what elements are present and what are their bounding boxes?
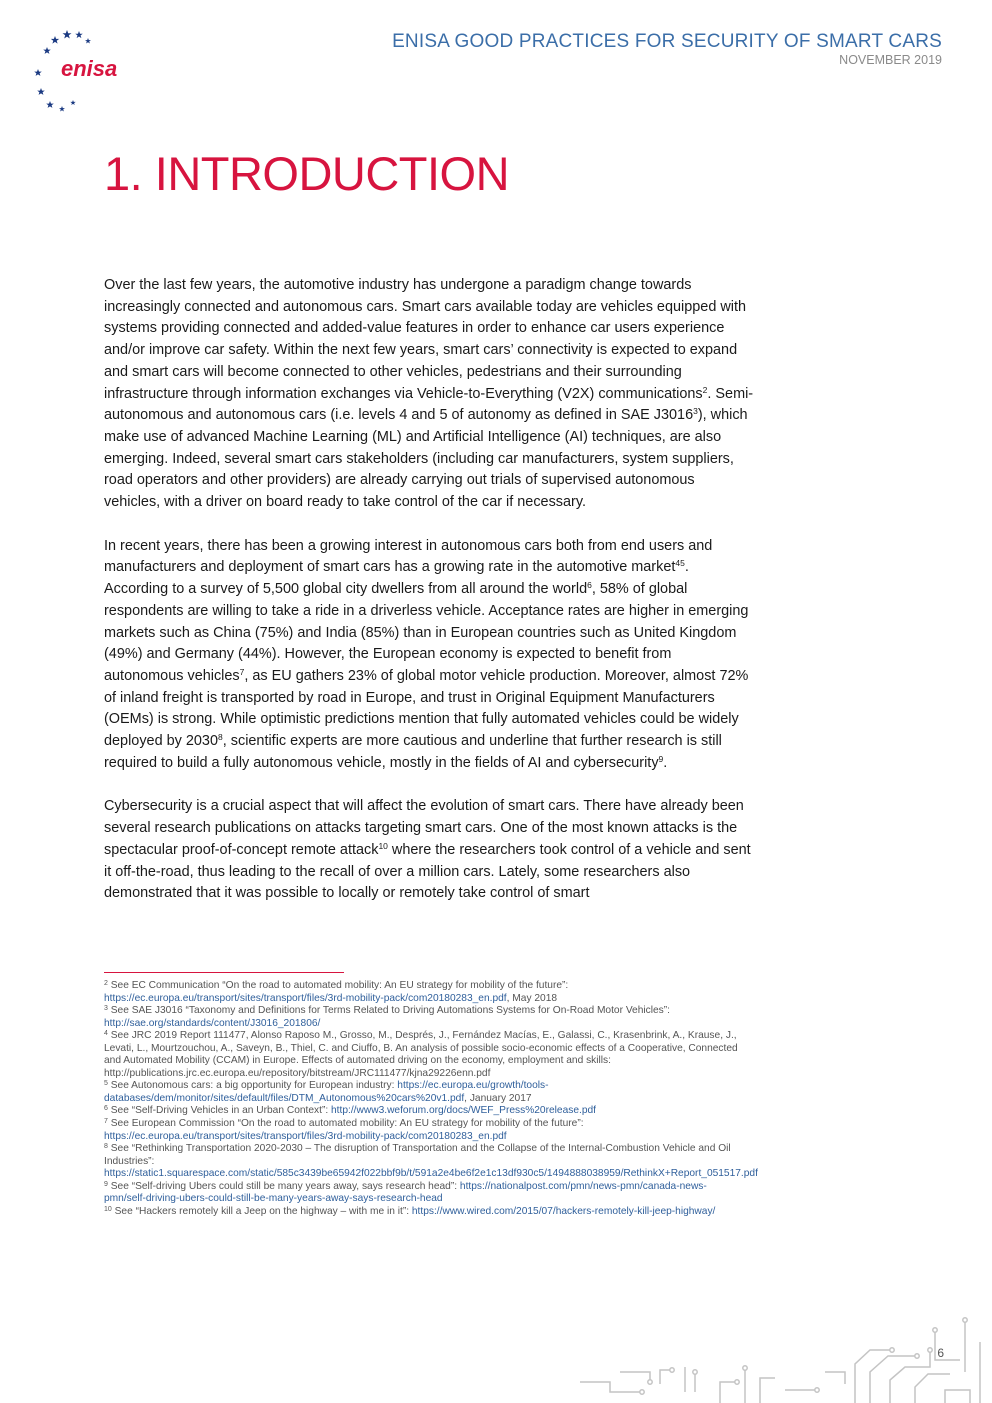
footnote-link[interactable]: https://nationalpost.com/pmn/news-pmn/ca…: [104, 1180, 707, 1205]
footnote: 4 See JRC 2019 Report 111477, Alonso Rap…: [104, 1030, 744, 1080]
footnote-reference: 5: [104, 1080, 108, 1088]
footnote-reference: 9: [658, 753, 664, 764]
enisa-logo: enisa: [34, 30, 117, 112]
footnote-reference: 45: [675, 558, 685, 569]
section-heading: 1. INTRODUCTION: [104, 147, 510, 200]
footnote: 7 See European Commission “On the road t…: [104, 1118, 744, 1143]
star-ring-icon: [34, 30, 91, 112]
footnote: 10 See “Hackers remotely kill a Jeep on …: [104, 1206, 744, 1219]
text-run: See “Rethinking Transportation 2020-2030…: [104, 1143, 731, 1167]
footnote-reference: 7: [104, 1118, 108, 1126]
body-paragraph: Over the last few years, the automotive …: [104, 275, 754, 514]
footnote-divider: [104, 972, 344, 973]
footnote: 6 See “Self-Driving Vehicles in an Urban…: [104, 1105, 744, 1118]
text-run: See “Self-driving Ubers could still be m…: [107, 1180, 460, 1192]
footnote-reference: 6: [587, 580, 592, 591]
footnote: 5 See Autonomous cars: a big opportunity…: [104, 1080, 744, 1105]
footnote-link[interactable]: https://ec.europa.eu/growth/tools-databa…: [104, 1080, 549, 1104]
text-run: . Semi-autonomous and autonomous cars (i…: [104, 385, 754, 424]
text-run: Over the last few years, the automotive …: [104, 277, 747, 402]
footnote-reference: 10: [378, 840, 388, 851]
text-run: In recent years, there has been a growin…: [104, 537, 713, 576]
footnote-reference: 4: [104, 1030, 108, 1038]
text-run: See JRC 2019 Report 111477, Alonso Rapos…: [104, 1030, 738, 1079]
footnote-link[interactable]: https://www.wired.com/2015/07/hackers-re…: [411, 1205, 716, 1217]
text-run: , 58% of global respondents are willing …: [104, 581, 749, 684]
footnote-reference: 2: [104, 980, 108, 987]
document-date: NOVEMBER 2019: [839, 53, 942, 67]
text-run: See EC Communication “On the road to aut…: [107, 980, 569, 991]
text-run: where the researchers took control of a …: [104, 841, 751, 902]
footnote-link[interactable]: http://www3.weforum.org/docs/WEF_Press%2…: [331, 1105, 597, 1117]
footnote-reference: 3: [104, 1005, 108, 1013]
text-run: Cybersecurity is a crucial aspect that w…: [104, 798, 744, 858]
text-run: See “Self-Driving Vehicles in an Urban C…: [107, 1105, 332, 1117]
text-run: , scientific experts are more cautious a…: [104, 733, 722, 771]
footnote-reference: 8: [104, 1143, 108, 1151]
footnote: 3 See SAE J3016 “Taxonomy and Definition…: [104, 1005, 744, 1030]
footnote: 9 See “Self-driving Ubers could still be…: [104, 1181, 744, 1206]
body-paragraph: In recent years, there has been a growin…: [104, 536, 754, 775]
footnote-reference: 2: [702, 384, 708, 395]
footnote-reference: 9: [104, 1180, 108, 1188]
document-title: ENISA GOOD PRACTICES FOR SECURITY OF SMA…: [392, 31, 942, 52]
text-run: . According to a survey of 5,500 global …: [104, 559, 689, 598]
text-run: See Autonomous cars: a big opportunity f…: [107, 1080, 398, 1092]
footnote-link[interactable]: https://ec.europa.eu/transport/sites/tra…: [104, 1130, 507, 1142]
text-run: See SAE J3016 “Taxonomy and Definitions …: [107, 1005, 670, 1017]
page-number: 6: [937, 1346, 944, 1360]
footnote-reference: 3: [693, 406, 698, 417]
circuit-decoration-icon: [580, 1317, 981, 1403]
footnote-link[interactable]: https://static1.squarespace.com/static/5…: [104, 1168, 758, 1180]
footnote-reference: 7: [239, 666, 245, 677]
text-run: See “Hackers remotely kill a Jeep on the…: [111, 1205, 412, 1217]
text-run: See European Commission “On the road to …: [107, 1118, 584, 1130]
footnote-link[interactable]: http://sae.org/standards/content/J3016_2…: [104, 1017, 321, 1029]
footnote-reference: 6: [104, 1105, 108, 1113]
text-run: ), which make use of advanced Machine Le…: [104, 407, 748, 511]
footnote: 8 See “Rethinking Transportation 2020-20…: [104, 1143, 758, 1181]
footnote-reference: 10: [104, 1205, 112, 1213]
footnotes: 2 See EC Communication “On the road to a…: [104, 980, 758, 1219]
logo-text: enisa: [61, 56, 117, 81]
text-run: , as EU gathers 23% of global motor vehi…: [104, 667, 749, 750]
text-run: , May 2018: [506, 992, 558, 1004]
footnote-link[interactable]: https://ec.europa.eu/transport/sites/tra…: [104, 992, 507, 1004]
footnote: 2 See EC Communication “On the road to a…: [104, 980, 744, 1005]
text-run: , January 2017: [464, 1092, 532, 1104]
footnote-reference: 8: [218, 732, 223, 743]
body-text: Over the last few years, the automotive …: [104, 275, 754, 927]
text-run: .: [663, 754, 668, 771]
body-paragraph: Cybersecurity is a crucial aspect that w…: [104, 796, 754, 905]
